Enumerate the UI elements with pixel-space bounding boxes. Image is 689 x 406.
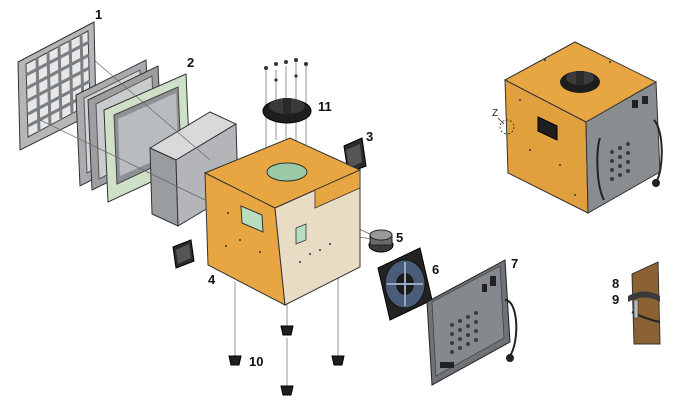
callout-7: 7 <box>511 256 518 271</box>
part-10-feet <box>228 325 345 396</box>
part-7-back-panel <box>426 259 518 386</box>
part-4-housing <box>203 137 362 306</box>
assembled-unit <box>497 41 663 214</box>
callout-10: 10 <box>249 354 263 369</box>
view-marker-z: Z <box>492 108 498 119</box>
callout-1: 1 <box>95 7 102 22</box>
lid-screws <box>264 58 308 82</box>
callout-6: 6 <box>432 262 439 277</box>
callout-labels: 1 2 3 4 5 6 7 8 9 10 11 Z <box>95 7 619 369</box>
callout-4: 4 <box>208 272 216 287</box>
part-11-top-cap <box>262 98 312 124</box>
part-3-seal <box>343 137 367 174</box>
part-1-grille <box>17 21 97 151</box>
callout-11: 11 <box>318 99 332 114</box>
part-6-fan <box>377 247 433 321</box>
callout-9: 9 <box>612 292 619 307</box>
part-5-motor <box>368 229 394 253</box>
callout-2: 2 <box>187 55 194 70</box>
callout-8: 8 <box>612 276 619 291</box>
callout-5: 5 <box>396 230 403 245</box>
side-seal-left <box>172 239 195 269</box>
callout-3: 3 <box>366 129 373 144</box>
detail-view-z <box>628 261 661 345</box>
